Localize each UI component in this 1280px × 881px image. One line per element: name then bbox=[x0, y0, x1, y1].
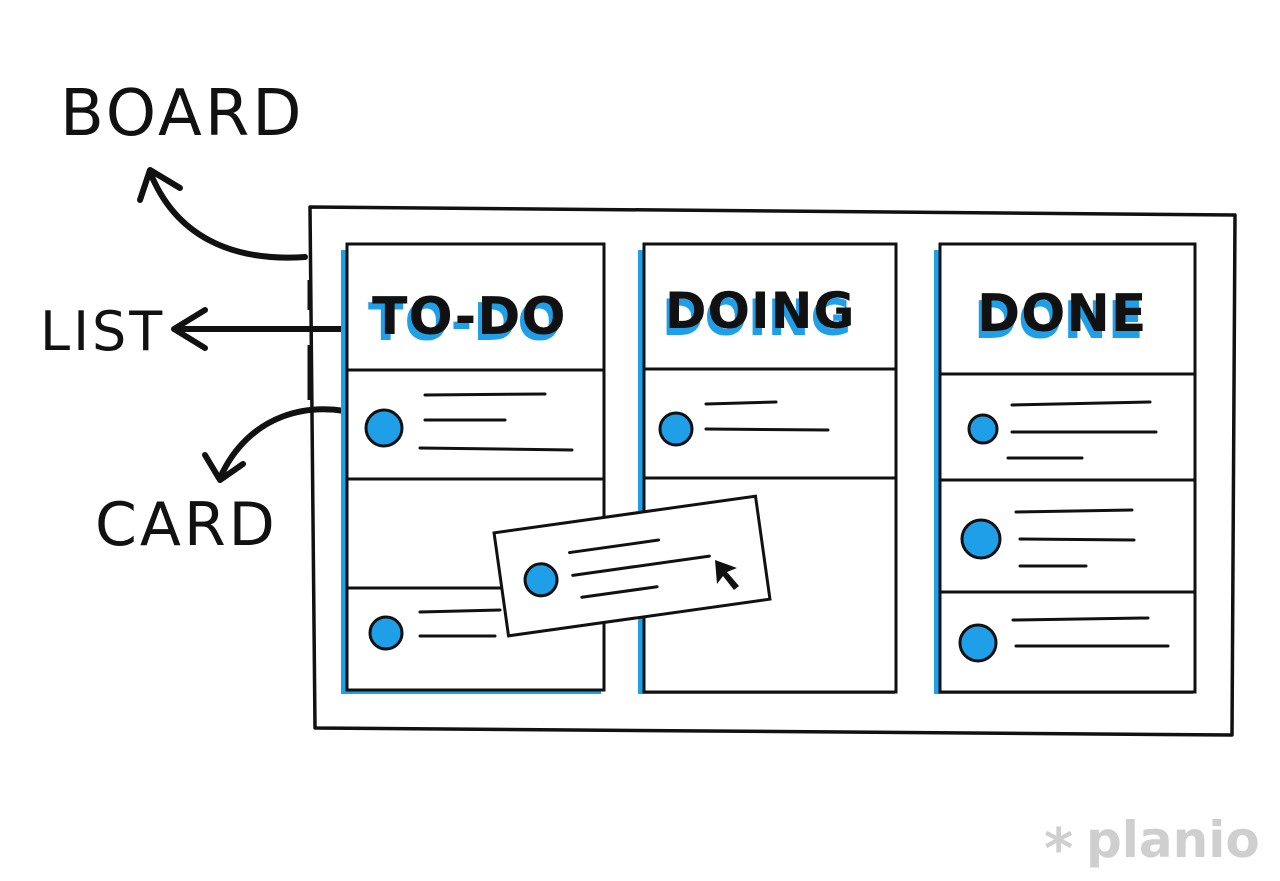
list-todo: TO-DO TO-DO bbox=[341, 242, 606, 694]
card-text-lines bbox=[1011, 616, 1170, 648]
board-label: BOARD bbox=[60, 77, 305, 151]
list-doing: DOING DOING bbox=[638, 242, 898, 694]
list-done-title: DONE bbox=[977, 284, 1147, 344]
planio-logo-symbol: * bbox=[1044, 817, 1073, 881]
list-label: LIST bbox=[40, 300, 165, 363]
card-label: CARD bbox=[95, 490, 278, 560]
card-dot bbox=[658, 411, 694, 447]
list-doing-panel bbox=[642, 242, 898, 694]
list-doing-title-shadow: DOING bbox=[662, 289, 853, 347]
card[interactable] bbox=[967, 400, 1158, 460]
cursor-icon bbox=[715, 560, 739, 590]
card[interactable] bbox=[368, 608, 502, 651]
list-doing-title: DOING bbox=[665, 282, 856, 340]
card-dot bbox=[364, 408, 404, 448]
board-frame bbox=[308, 205, 1237, 737]
dragging-card[interactable] bbox=[492, 494, 772, 638]
card-text-lines bbox=[418, 392, 574, 452]
list-done-title-shadow: DONE bbox=[974, 291, 1144, 351]
list-done: DONE DONE bbox=[934, 242, 1197, 694]
card-text-lines bbox=[1014, 508, 1136, 568]
card-dot bbox=[523, 562, 559, 598]
card-text-lines bbox=[418, 608, 502, 638]
card-text-lines bbox=[568, 538, 711, 599]
list-todo-title: TO-DO bbox=[372, 287, 567, 347]
list-done-panel bbox=[938, 242, 1197, 694]
card-dot bbox=[960, 518, 1002, 560]
card-text-lines bbox=[704, 400, 830, 432]
card-text-lines bbox=[1006, 400, 1158, 460]
planio-logo: * planio bbox=[1044, 811, 1260, 881]
card[interactable] bbox=[658, 400, 830, 447]
board-arrow bbox=[137, 167, 308, 261]
card-dot bbox=[958, 623, 998, 663]
card-dot bbox=[967, 413, 999, 445]
list-todo-title-shadow: TO-DO bbox=[368, 293, 563, 353]
card[interactable] bbox=[364, 392, 574, 452]
card-dot bbox=[368, 615, 404, 651]
list-arrow bbox=[171, 307, 348, 351]
planio-logo-text: planio bbox=[1086, 811, 1260, 869]
card[interactable] bbox=[958, 616, 1170, 663]
card[interactable] bbox=[960, 508, 1136, 568]
